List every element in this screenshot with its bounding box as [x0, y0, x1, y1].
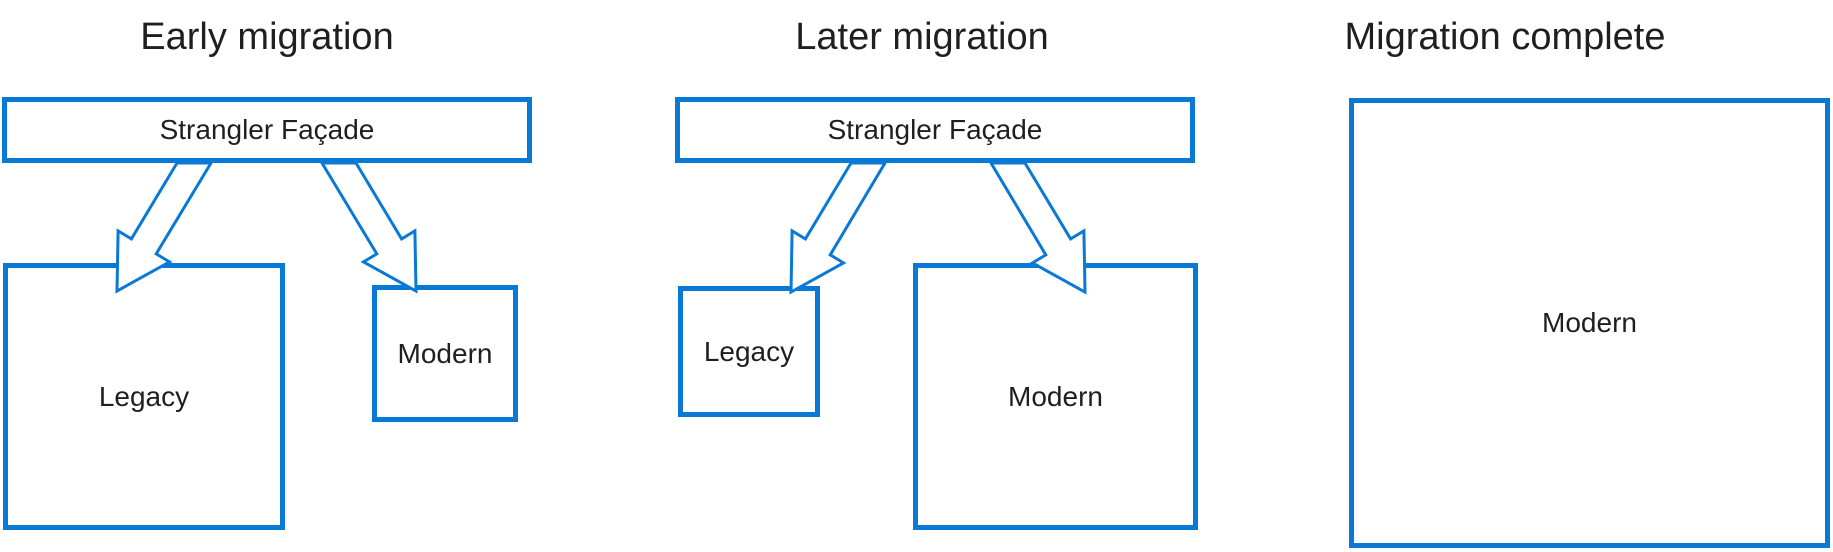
modern-box-complete: Modern: [1349, 98, 1830, 548]
arrow-later-facade-to-legacy: [789, 161, 888, 295]
legacy-label-later: Legacy: [703, 335, 795, 367]
modern-label-early: Modern: [397, 337, 493, 369]
modern-box-later: Modern: [913, 263, 1198, 530]
facade-box-early: Strangler Façade: [2, 97, 532, 163]
facade-label-early: Strangler Façade: [159, 114, 375, 145]
modern-box-early: Modern: [372, 285, 518, 422]
panel-title-migration-complete: Migration complete: [1344, 16, 1666, 58]
modern-label-later: Modern: [1008, 380, 1103, 412]
facade-label-later: Strangler Façade: [827, 114, 1043, 145]
modern-label-complete: Modern: [1542, 307, 1637, 338]
legacy-label-early: Legacy: [98, 380, 190, 412]
facade-box-later: Strangler Façade: [675, 97, 1195, 163]
panel-title-later-migration: Later migration: [795, 16, 1049, 58]
panel-title-early-migration: Early migration: [140, 16, 394, 58]
arrow-early-facade-to-modern: [319, 161, 418, 294]
legacy-box-early: Legacy: [3, 263, 285, 530]
legacy-box-later: Legacy: [678, 286, 820, 417]
